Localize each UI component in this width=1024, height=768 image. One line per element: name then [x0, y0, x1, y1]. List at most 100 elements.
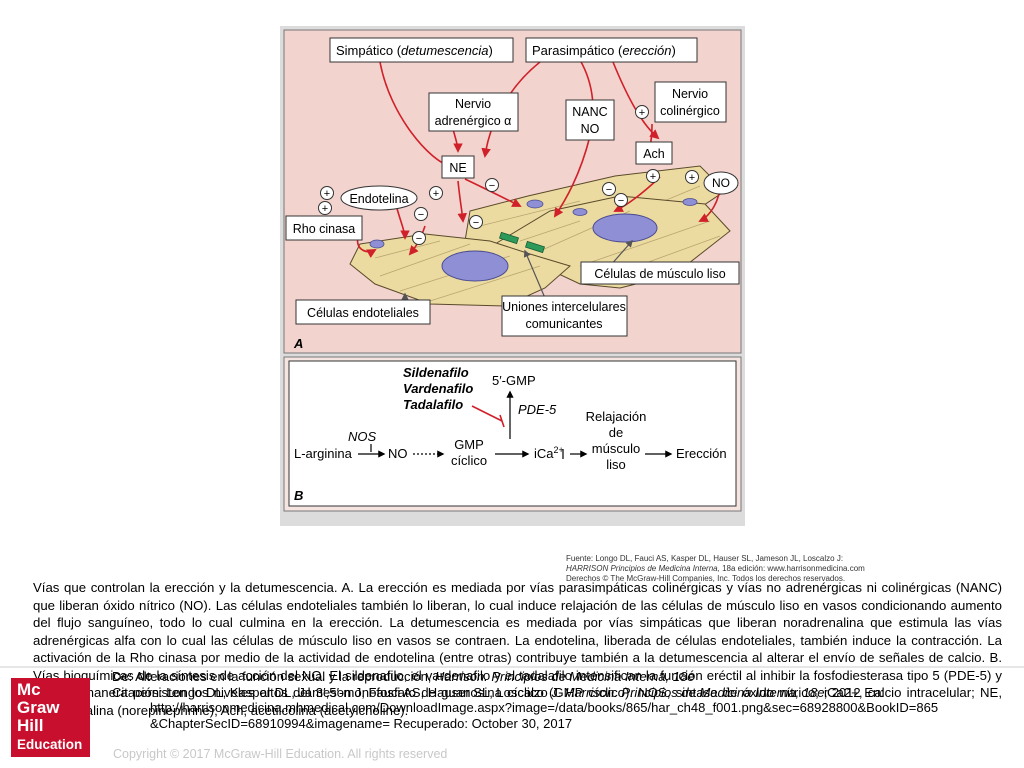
source-line-3: Derechos © The McGraw-Hill Companies, In…: [566, 574, 846, 583]
citation: De: Alteraciones en la función sexual y …: [112, 669, 1012, 731]
svg-text:adrenérgico α: adrenérgico α: [435, 114, 512, 128]
label-gap-junctions: Uniones intercelulares comunicantes: [501, 295, 628, 337]
citation-line-1: De: Alteraciones en la función sexual y …: [112, 669, 695, 684]
svg-text:NO: NO: [712, 176, 730, 190]
citation-line-4: &ChapterSecID=68910994&imagename= Recupe…: [150, 715, 573, 731]
label-ne: NE: [441, 155, 475, 179]
panel-a-letter: A: [293, 336, 303, 351]
arrow-ne-cell: [457, 180, 468, 223]
label-relaxation-1: Relajación: [586, 409, 647, 424]
svg-text:+: +: [433, 188, 439, 200]
sign-plus: +: [318, 201, 332, 215]
label-ach: Ach: [635, 141, 673, 165]
inhibition-bar: [499, 414, 505, 428]
svg-text:+: +: [650, 171, 656, 183]
inhibition-line: [471, 405, 503, 422]
label-endothelial-cells: Células endoteliales: [295, 299, 431, 325]
nucleus: [592, 213, 658, 243]
svg-text:Parasimpático (erección): Parasimpático (erección): [532, 43, 676, 58]
label-5gmp: 5′-GMP: [492, 373, 536, 388]
svg-text:+: +: [324, 188, 330, 200]
sign-plus: +: [635, 105, 649, 119]
svg-text:Células endoteliales: Células endoteliales: [307, 306, 419, 320]
pathway-diagram: Simpático (detumescencia) Parasimpático …: [280, 26, 745, 526]
svg-text:Células de músculo liso: Células de músculo liso: [594, 267, 725, 281]
drug-tadalafil: Tadalafilo: [403, 397, 463, 412]
source-line-1: Fuente: Longo DL, Fauci AS, Kasper DL, H…: [566, 554, 844, 563]
label-no: NO: [388, 446, 408, 461]
pointer-gap: [523, 249, 546, 299]
svg-text:Simpático (detumescencia): Simpático (detumescencia): [336, 43, 493, 58]
svg-text:Rho cinasa: Rho cinasa: [293, 222, 356, 236]
label-smooth-muscle-cells: Células de músculo liso: [580, 261, 740, 285]
svg-text:−: −: [606, 184, 612, 196]
label-no-oval: NO: [703, 171, 739, 195]
mcgraw-hill-logo: Mc Graw Hill Education: [11, 678, 90, 757]
svg-text:+: +: [639, 107, 645, 119]
svg-text:−: −: [489, 180, 495, 192]
svg-text:−: −: [418, 209, 424, 221]
svg-text:colinérgico: colinérgico: [660, 104, 720, 118]
label-parasympathetic: Parasimpático (erección): [525, 37, 698, 63]
drug-sildenafil: Sildenafilo: [403, 365, 469, 380]
label-relaxation-2: de: [609, 425, 623, 440]
svg-text:Nervio: Nervio: [455, 97, 491, 111]
gap-junction: [499, 231, 519, 245]
label-cholinergic-nerve: Nervio colinérgico: [654, 81, 727, 123]
sign-minus: −: [414, 207, 428, 221]
sign-minus: −: [485, 178, 499, 192]
svg-text:NE: NE: [449, 161, 466, 175]
divider: [0, 666, 1024, 668]
svg-text:−: −: [473, 217, 479, 229]
source-line-2: HARRISON Principios de Medicina Interna,…: [566, 564, 865, 573]
drug-vardenafil: Vardenafilo: [403, 381, 473, 396]
svg-text:comunicantes: comunicantes: [525, 317, 602, 331]
sign-minus: −: [602, 182, 616, 196]
svg-text:+: +: [322, 203, 328, 215]
svg-text:−: −: [618, 195, 624, 207]
figure-caption: Vías que controlan la erección y la detu…: [33, 580, 1002, 718]
label-l-arginine: L-arginina: [294, 446, 353, 461]
citation-url[interactable]: http://harrisonmedicina.mhmedical.com/Do…: [150, 700, 939, 715]
sign-minus: −: [469, 215, 483, 229]
label-nos: NOS: [348, 429, 377, 444]
svg-text:+: +: [689, 172, 695, 184]
label-relaxation-4: liso: [606, 457, 626, 472]
arrow-nanc-muscle: [553, 135, 591, 218]
label-rho-kinase: Rho cinasa: [285, 215, 363, 241]
copyright: Copyright © 2017 McGraw-Hill Education. …: [113, 747, 448, 761]
label-nanc-no: NANC NO: [565, 99, 615, 141]
label-cgmp-2: cíclico: [451, 453, 487, 468]
panel-b-letter: B: [294, 488, 303, 503]
sign-plus: +: [429, 186, 443, 200]
svg-text:NO: NO: [581, 122, 600, 136]
panel-b: [288, 360, 737, 507]
label-relaxation-3: músculo: [592, 441, 640, 456]
arrow-ne-muscle: [464, 178, 522, 207]
sign-plus: +: [646, 169, 660, 183]
sign-minus: −: [614, 193, 628, 207]
svg-text:−: −: [416, 233, 422, 245]
sign-plus: +: [685, 170, 699, 184]
small-nucleus: [572, 208, 588, 216]
sign-minus: −: [412, 231, 426, 245]
citation-line-2: Citación: Longo DL, Kasper DL, Jameson J…: [112, 684, 884, 700]
figure: Simpático (detumescencia) Parasimpático …: [280, 26, 865, 583]
svg-text:Nervio: Nervio: [672, 87, 708, 101]
sign-plus: +: [320, 186, 334, 200]
small-nucleus: [526, 199, 544, 209]
label-endothelin-oval: Endotelina: [340, 185, 418, 211]
svg-text:Uniones intercelulares: Uniones intercelulares: [502, 300, 626, 314]
small-nucleus: [369, 239, 385, 249]
svg-text:Ach: Ach: [643, 147, 665, 161]
svg-text:NANC: NANC: [572, 105, 607, 119]
label-cgmp-1: GMP: [454, 437, 484, 452]
small-nucleus: [682, 198, 698, 206]
gap-junction: [525, 240, 545, 254]
label-sympathetic: Simpático (detumescencia): [329, 37, 514, 63]
label-pde5: PDE-5: [518, 402, 557, 417]
label-adrenergic-nerve: Nervio adrenérgico α: [428, 92, 519, 132]
nucleus: [441, 250, 509, 282]
label-ica: iCa2+: [534, 445, 564, 461]
endothelial-cell-left: [349, 233, 572, 307]
